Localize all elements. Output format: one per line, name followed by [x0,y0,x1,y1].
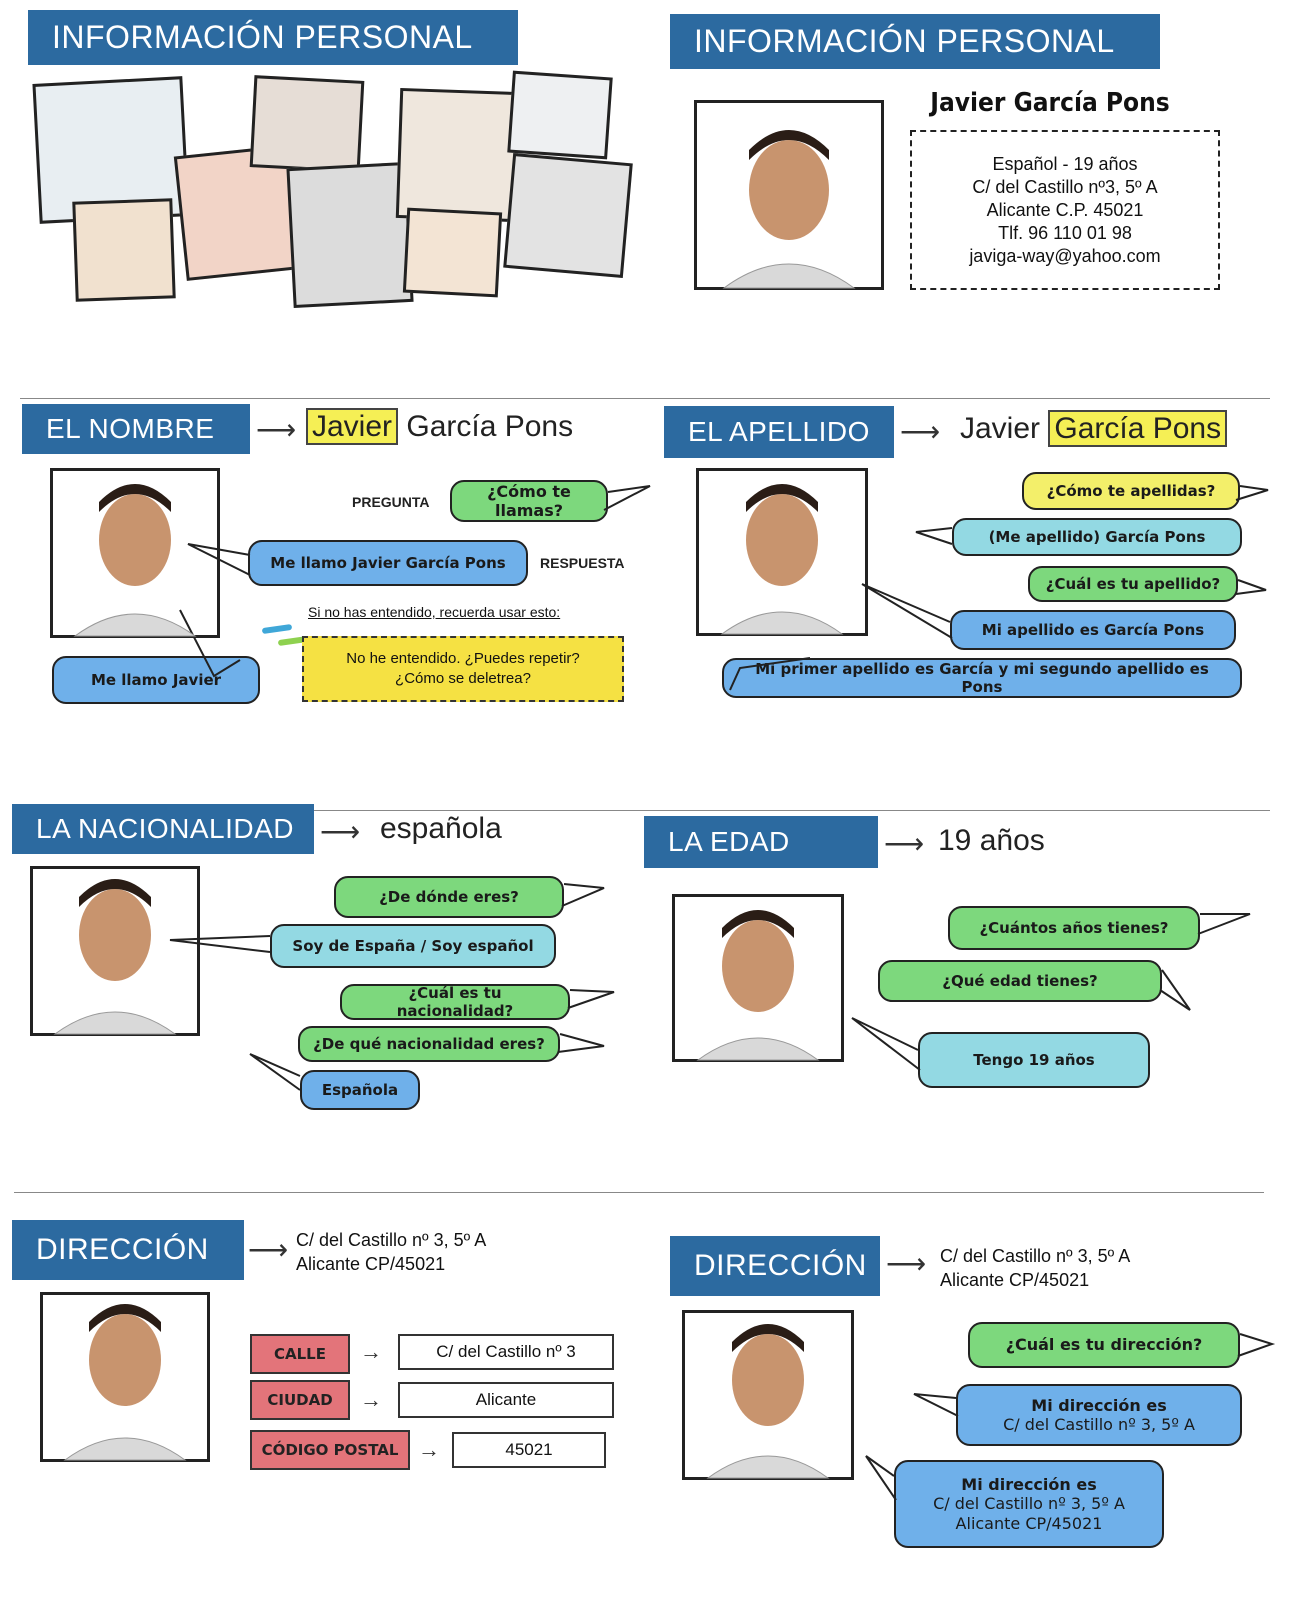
profile-city: Alicante C.P. 45021 [986,199,1144,220]
direccion-right-line2: Alicante CP/45021 [940,1270,1090,1290]
direccion-right-title: DIRECCIÓN [670,1236,880,1296]
nombre-rest: García Pons [406,410,574,443]
profile-street: C/ del Castillo nº3, 5º A [972,176,1158,197]
nombre-first-highlight: Javier [306,408,399,445]
edad-answer-bubble: Tengo 19 años [918,1032,1150,1088]
nacionalidad-arrow-icon: ⟶ [320,816,361,847]
apellido-question-1-bubble: ¿Cómo te apellidas? [1022,472,1240,510]
profile-nationality-age: Español - 19 años [992,153,1138,174]
direccion-answer-2-line3: Alicante CP/45021 [955,1513,1103,1533]
apellido-value: Javier García Pons [960,410,1228,447]
calle-value: C/ del Castillo nº 3 [398,1334,614,1370]
direccion-answer-1-bubble: Mi dirección es C/ del Castillo nº 3, 5º… [956,1384,1242,1446]
nombre-answer-bubble: Me llamo Javier García Pons [248,540,528,586]
nacionalidad-question-1-bubble: ¿De dónde eres? [334,876,564,918]
edad-question-1-bubble: ¿Cuántos años tienes? [948,906,1200,950]
help-phrase-spell: ¿Cómo se deletrea? [395,670,531,687]
nacionalidad-answer-1-bubble: Soy de España / Soy español [270,924,556,968]
direccion-left-arrow-icon: ⟶ [248,1234,289,1265]
nombre-title: EL NOMBRE [22,404,250,454]
ciudad-value: Alicante [398,1382,614,1418]
nacionalidad-value: española [380,812,502,845]
pregunta-label: PREGUNTA [352,494,430,510]
help-phrases-box: No he entendido. ¿Puedes repetir? ¿Cómo … [302,636,624,702]
ciudad-arrow-icon: → [360,1387,382,1412]
direccion-left-address: C/ del Castillo nº 3, 5º A Alicante CP/4… [296,1228,486,1276]
edad-question-2-bubble: ¿Qué edad tienes? [878,960,1162,1002]
info-left-title: INFORMACIÓN PERSONAL [28,10,518,65]
nacionalidad-question-3-bubble: ¿De qué nacionalidad eres? [298,1026,560,1062]
apellido-arrow-icon: ⟶ [900,416,941,447]
profile-phone: Tlf. 96 110 01 98 [998,222,1132,243]
apellido-title: EL APELLIDO [664,406,894,458]
nacionalidad-title: LA NACIONALIDAD [12,804,314,854]
direccion-question-bubble: ¿Cuál es tu dirección? [968,1322,1240,1368]
divider [20,810,1270,811]
direccion-answer-2-line2: C/ del Castillo nº 3, 5º A [933,1494,1125,1514]
direccion-right-arrow-icon: ⟶ [886,1248,927,1279]
nacionalidad-question-2-bubble: ¿Cuál es tu nacionalidad? [340,984,570,1020]
nombre-short-answer-bubble: Me llamo Javier [52,656,260,704]
codigo-postal-value: 45021 [452,1432,606,1468]
divider [20,398,1270,399]
codigo-postal-arrow-icon: → [418,1437,440,1462]
direccion-left-title: DIRECCIÓN [12,1220,244,1280]
nombre-question-bubble: ¿Cómo te llamas? [450,480,608,522]
nacionalidad-answer-2-bubble: Española [300,1070,420,1110]
calle-arrow-icon: → [360,1339,382,1364]
help-phrase-repeat: No he entendido. ¿Puedes repetir? [346,650,580,667]
apellido-answer-2-bubble: Mi apellido es García Pons [950,610,1236,650]
profile-details-box: Español - 19 años C/ del Castillo nº3, 5… [910,130,1220,290]
apellido-surname-highlight: García Pons [1048,410,1228,447]
info-right-title: INFORMACIÓN PERSONAL [670,14,1160,69]
apellido-question-2-bubble: ¿Cuál es tu apellido? [1028,566,1238,602]
direccion-answer-1-line2: C/ del Castillo nº 3, 5º A [1003,1415,1195,1434]
direccion-left-line1: C/ del Castillo nº 3, 5º A [296,1230,487,1250]
respuesta-label: RESPUESTA [540,555,625,571]
nombre-value: Javier García Pons [306,408,574,445]
calle-label: CALLE [250,1334,350,1374]
apellido-answer-3-bubble: Mi primer apellido es García y mi segund… [722,658,1242,698]
direccion-left-line2: Alicante CP/45021 [296,1254,446,1274]
nombre-arrow-icon: ⟶ [256,414,297,445]
direccion-answer-1-line1: Mi dirección es [1031,1395,1167,1415]
profile-email: javiga-way@yahoo.com [969,245,1161,266]
divider [14,1192,1264,1193]
direccion-answer-2-bubble: Mi dirección es C/ del Castillo nº 3, 5º… [894,1460,1164,1548]
direccion-right-address: C/ del Castillo nº 3, 5º A Alicante CP/4… [940,1244,1130,1292]
direccion-answer-2-line1: Mi dirección es [961,1475,1097,1495]
apellido-answer-1-bubble: (Me apellido) García Pons [952,518,1242,556]
direccion-right-line1: C/ del Castillo nº 3, 5º A [940,1246,1131,1266]
codigo-postal-label: CÓDIGO POSTAL [250,1430,410,1470]
edad-title: LA EDAD [644,816,878,868]
nombre-tip: Si no has entendido, recuerda usar esto: [308,604,561,620]
ciudad-label: CIUDAD [250,1380,350,1420]
apellido-first: Javier [960,412,1041,445]
edad-arrow-icon: ⟶ [884,828,925,859]
profile-name: Javier García Pons [930,88,1170,118]
edad-value: 19 años [938,824,1045,857]
